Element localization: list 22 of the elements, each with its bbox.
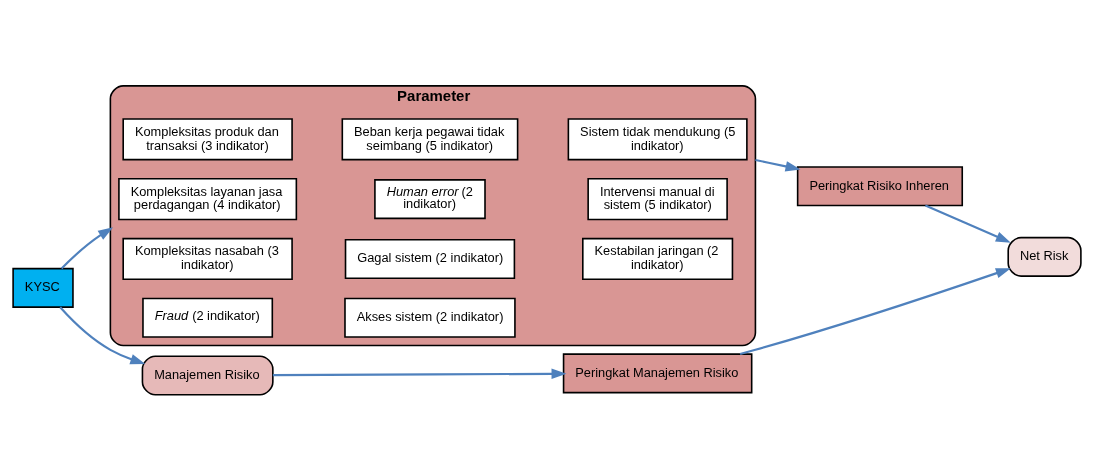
node-box: Human error (2 indikator) [374,179,486,220]
node-box: KYSC [12,267,74,308]
node-box: Peringkat Risiko Inheren [796,166,964,207]
node-box: Manajemen Risiko [141,355,274,396]
node-box: Beban kerja pegawai tidak seimbang (5 indikator) [341,118,519,161]
node-box: Intervensi manual di sistem (5 indikator) [587,178,728,221]
arrow [272,368,567,380]
arrow [739,268,1011,356]
node-box: Net Risk [1007,236,1082,277]
node-box: Peringkat Manajemen Risiko [562,353,753,394]
arrow [60,227,114,270]
arrow [755,158,801,172]
node-box: Kompleksitas produk dan transaksi (3 indikator) [122,118,293,161]
node-box: Kestabilan jaringan (2 indikator) [582,237,734,281]
arrow [925,204,1011,243]
node-box: Kompleksitas layanan jasa perdagangan (4 indikator) [118,178,298,221]
node-box: Gagal sistem (2 indikator) [344,238,516,280]
node-box: Fraud (2 indikator) [142,297,274,338]
node-box: Kompleksitas nasabah (3 indikator) [122,237,293,281]
arrow [59,306,146,365]
node-box: Akses sistem (2 indikator) [344,297,516,338]
node-box: Sistem tidak mendukung (5 indikator) [567,118,748,161]
